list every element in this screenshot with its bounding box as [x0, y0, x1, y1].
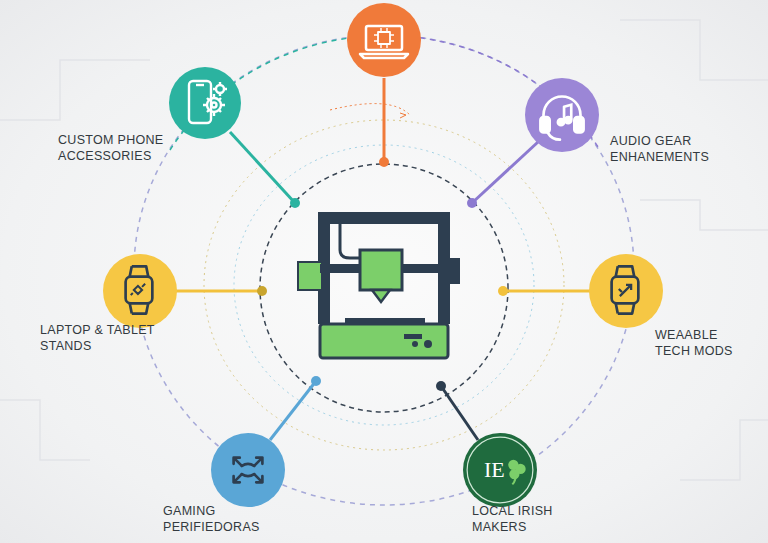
topic-circle: LAPTOP & TABLET STANDS	[103, 254, 177, 328]
topic-label: CUSTOM PHONE ACCESSORIES	[58, 132, 170, 164]
topic-circle: CUSTOM PHONE ACCESSORIES	[169, 67, 241, 139]
topic-circle: WEAABLE TECH MODS	[589, 254, 663, 328]
logo-text: IE	[484, 458, 505, 482]
circle-shape	[103, 254, 177, 328]
topic-label: WEAABLE TECH MODS	[655, 327, 755, 359]
topic-label: AUDIO GEAR ENHANEMENTS	[610, 133, 725, 165]
circle-shape	[525, 78, 599, 152]
topic-label: LAPTOP & TABLET STANDS	[40, 322, 160, 354]
topic-circle: GAMING PERIFIEDORAS	[211, 433, 285, 507]
circle-shape	[211, 433, 285, 507]
circle-shape	[589, 254, 663, 328]
topic-label: LOCAL IRISH MAKERS	[472, 503, 584, 535]
topic-circle: IELOCAL IRISH MAKERS	[463, 433, 537, 507]
topic-circle: AUDIO GEAR ENHANEMENTS	[525, 78, 599, 152]
topic-label: GAMING PERIFIEDORAS	[163, 503, 275, 535]
circle-shape	[169, 67, 241, 139]
